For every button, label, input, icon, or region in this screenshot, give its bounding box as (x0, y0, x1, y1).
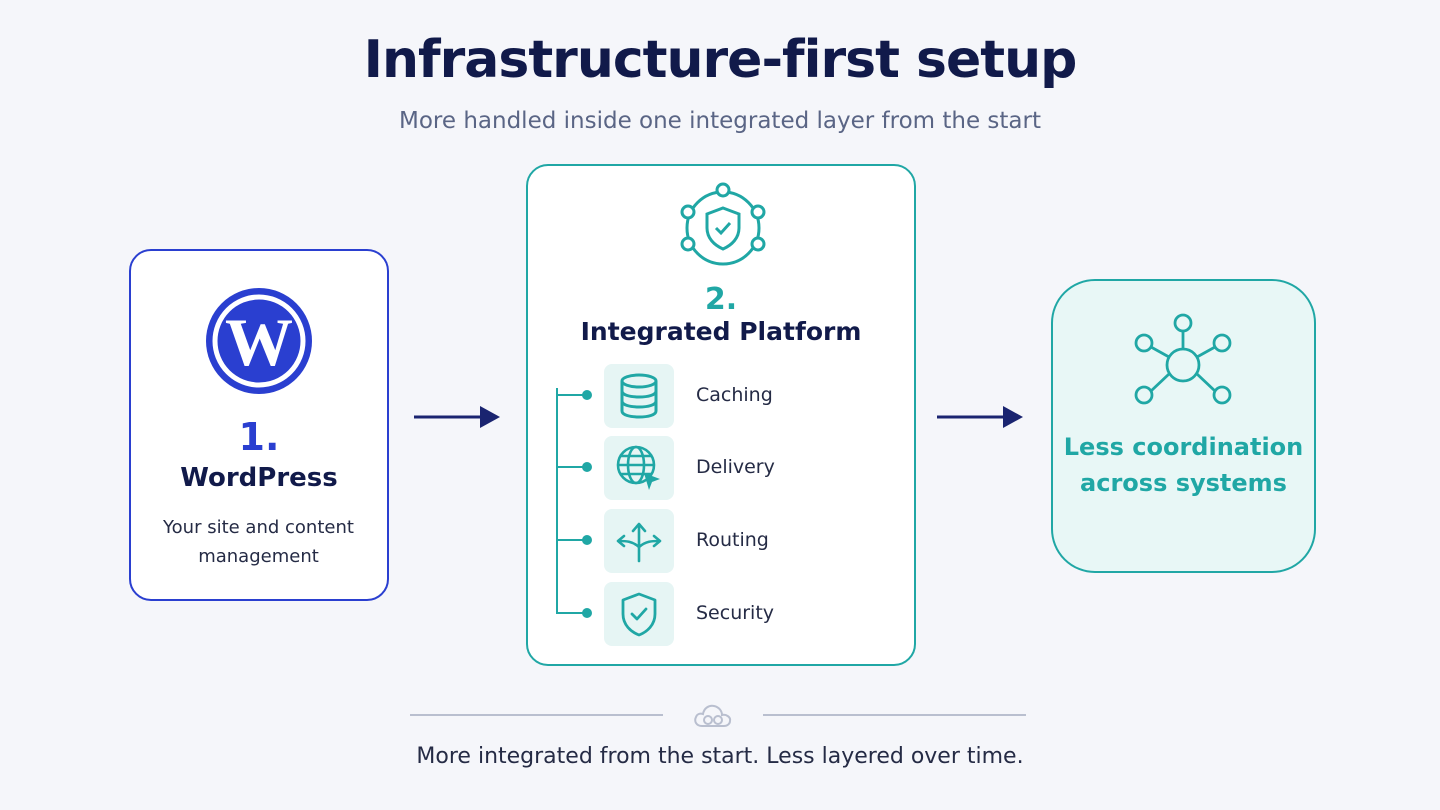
integrated-platform-card: 2. Integrated Platform Caching Deliv (526, 164, 916, 666)
feature-label: Routing (696, 529, 769, 551)
network-hub-icon (1131, 313, 1235, 413)
step-title: Integrated Platform (580, 317, 862, 346)
feature-label: Security (696, 602, 775, 624)
footer-text: More integrated from the start. Less lay… (416, 744, 1024, 769)
wordpress-card: W 1. WordPress Your site and content man… (129, 249, 389, 601)
feature-delivery: Delivery (556, 436, 896, 500)
shield-check-icon (604, 582, 674, 646)
feature-security: Security (556, 582, 896, 646)
page-title: Infrastructure-first setup (363, 30, 1078, 90)
cloud-icon (691, 700, 735, 734)
wordpress-logo: W (203, 285, 315, 401)
feature-label: Delivery (696, 456, 775, 478)
result-card: Less coordination across systems (1051, 279, 1316, 573)
step-description: Your site and content management (163, 517, 354, 567)
feature-label: Caching (696, 384, 773, 406)
svg-text:W: W (225, 304, 293, 380)
arrow-right-icon (935, 402, 1025, 436)
feature-caching: Caching (556, 364, 896, 428)
feature-routing: Routing (556, 509, 896, 573)
shield-network-icon (677, 182, 769, 278)
footer-divider (763, 714, 1026, 716)
footer-divider (410, 714, 663, 716)
database-icon (604, 364, 674, 428)
result-text: Less coordination across systems (1063, 433, 1304, 497)
tree-connector (556, 388, 558, 614)
step-number: 1. (238, 415, 280, 459)
step-number: 2. (704, 282, 738, 317)
arrow-right-icon (412, 402, 502, 436)
page-subtitle: More handled inside one integrated layer… (399, 108, 1041, 134)
globe-cursor-icon (604, 436, 674, 500)
routing-arrows-icon (604, 509, 674, 573)
step-title: WordPress (180, 463, 338, 493)
